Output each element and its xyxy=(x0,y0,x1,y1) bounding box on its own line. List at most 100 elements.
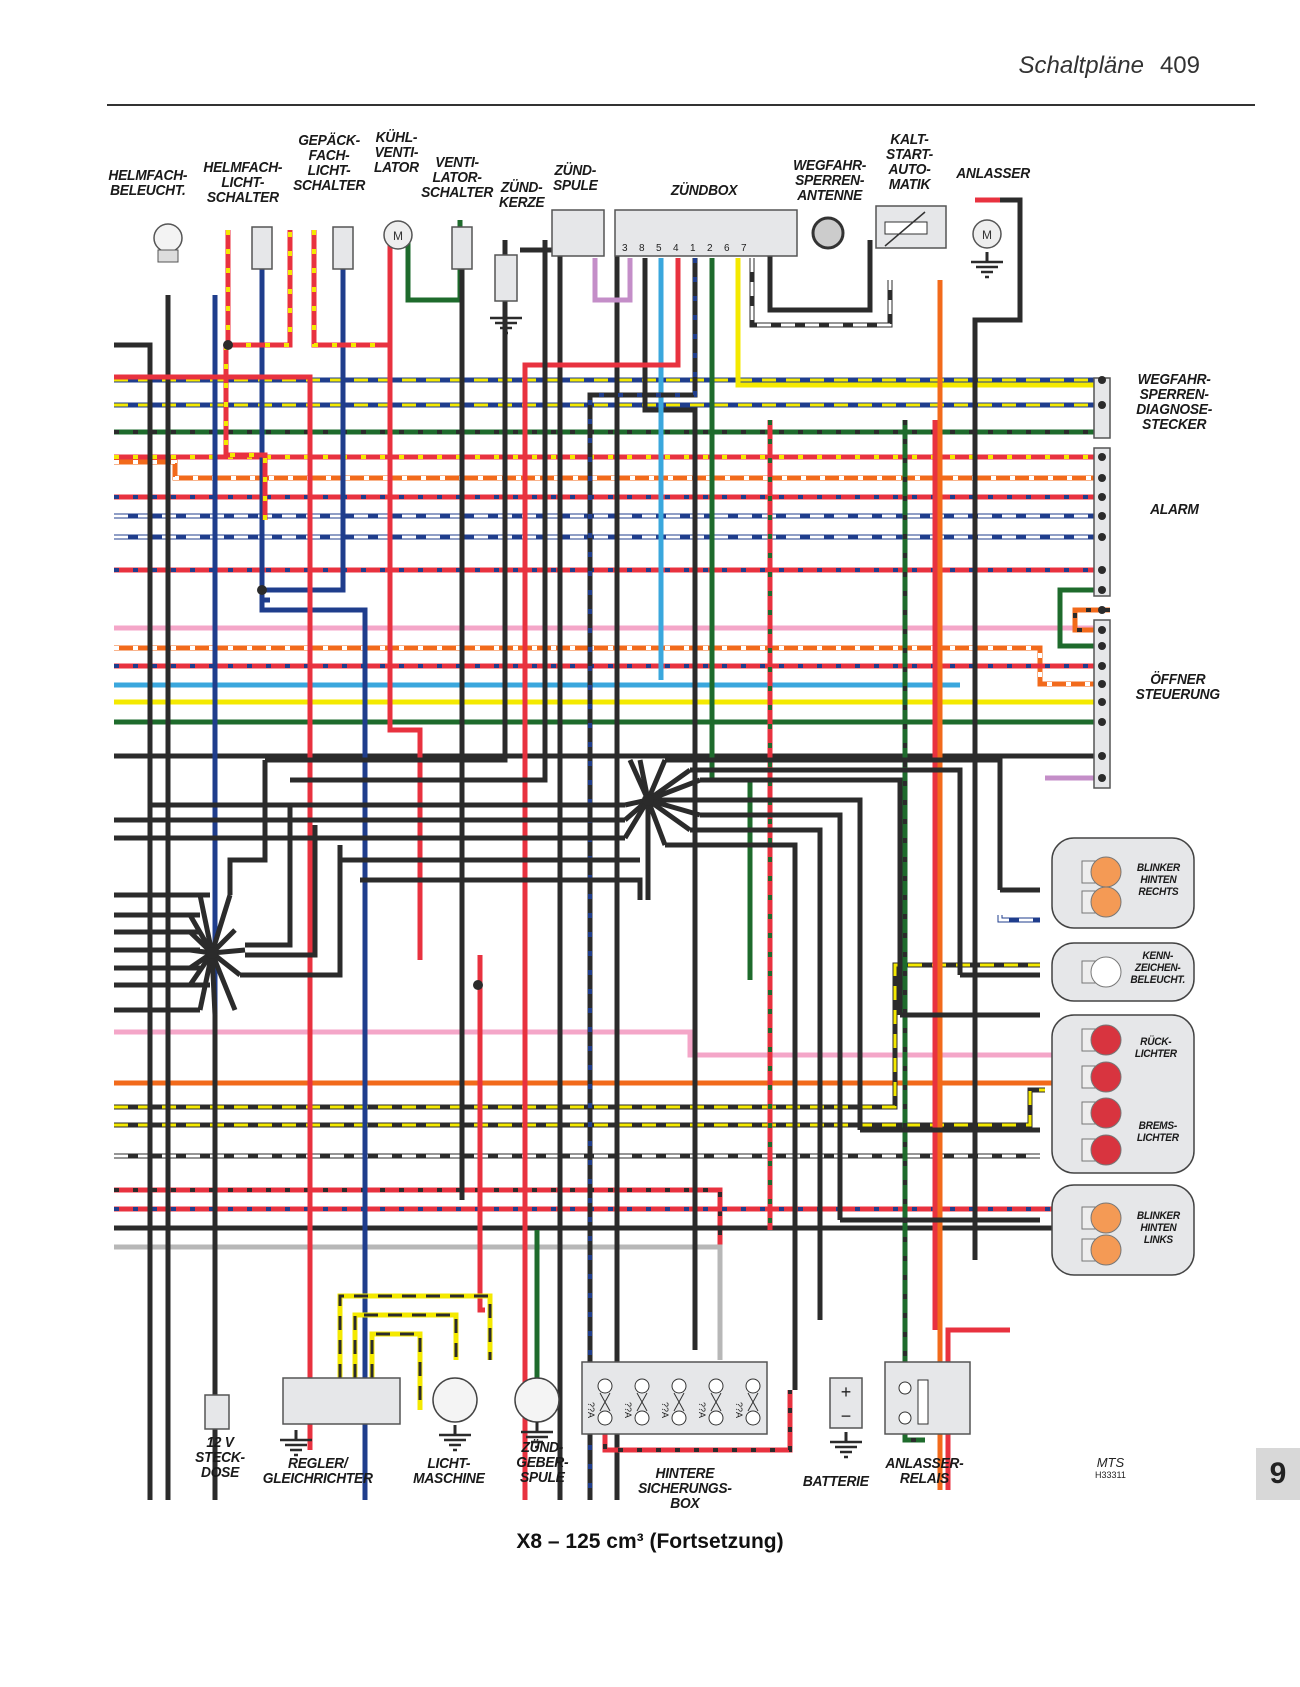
indicator-bulb xyxy=(1081,1234,1122,1266)
zuendbox-pin-6: 6 xyxy=(724,243,730,254)
wire-orange-white xyxy=(114,459,1110,481)
switch-icon xyxy=(251,226,273,270)
zuendbox-icon xyxy=(614,209,798,257)
wire-yellow-pin6 xyxy=(735,258,1100,388)
chapter-tab: 9 xyxy=(1256,1448,1300,1500)
alarm-connector xyxy=(1093,447,1111,597)
label-zuendbox: ZÜNDBOX xyxy=(670,182,738,199)
star-spoke xyxy=(622,798,651,840)
label-zuendgeberspule: ZÜND- GEBER- SPULE xyxy=(516,1439,569,1486)
connector-pin xyxy=(1098,718,1106,726)
connector-pin xyxy=(1098,401,1106,409)
fuse-rating: ??A xyxy=(586,1402,596,1418)
star-spoke xyxy=(647,797,701,818)
fuse-icon: ??A xyxy=(586,1378,613,1426)
relay-terminal xyxy=(898,1381,912,1395)
wire-yellow-stator2-tracer xyxy=(353,1313,458,1378)
zuendbox-pin-4: 4 xyxy=(673,243,679,254)
regulator-icon xyxy=(282,1377,401,1425)
connector-pin xyxy=(1098,698,1106,706)
label-helmfach-lichtschalter: HELMFACH- LICHT- SCHALTER xyxy=(203,159,283,206)
junction-dot xyxy=(223,340,233,350)
wire-black-mid4 xyxy=(265,240,508,763)
wire-yellow-black-2-tracer xyxy=(114,1088,1045,1127)
star-spoke xyxy=(209,894,233,954)
antenna-icon xyxy=(811,216,845,250)
ground-star-left xyxy=(187,894,246,1016)
connector-pin xyxy=(1098,493,1106,501)
wire-blue-v2 xyxy=(259,235,270,603)
wire-blinker-r2-tracer xyxy=(998,915,1040,922)
star-spoke xyxy=(646,797,692,833)
wire-yellow-black-tracer xyxy=(114,963,1040,1109)
publisher-code: H33311 xyxy=(1095,1470,1126,1480)
wire-red-black-tracer xyxy=(114,1188,722,1350)
label-12v-steckdose: 12 V STECK- DOSE xyxy=(195,1434,245,1481)
connector-pin xyxy=(1098,606,1106,614)
ground-star-right xyxy=(622,758,710,900)
pickup-coil-icon xyxy=(514,1377,560,1423)
wire-pink-lower xyxy=(114,1029,1110,1058)
label-kennzeichenbeleuchtung: KENN- ZEICHEN- BELEUCHT. xyxy=(1130,950,1186,986)
tail-brake-bulb xyxy=(1081,1061,1122,1093)
wire-purple-coil xyxy=(592,258,633,303)
star-spoke xyxy=(209,952,218,1016)
star-spoke xyxy=(645,759,668,801)
label-lichtmaschine: LICHT- MASCHINE xyxy=(413,1455,485,1487)
label-regler-gleichrichter: REGLER/ GLEICHRICHTER xyxy=(262,1455,373,1487)
wire-star-r1 xyxy=(665,757,1003,890)
plate-light-bulb xyxy=(1081,956,1122,988)
motor-letter: M xyxy=(393,229,403,243)
label-zuendspule: ZÜND- SPULE xyxy=(552,162,598,194)
bulb-socket xyxy=(157,249,179,263)
switch-icon xyxy=(332,226,354,270)
label-diagnosestecker: WEGFAHR- SPERREN- DIAGNOSE- STECKER xyxy=(1136,371,1213,433)
page-number: 409 xyxy=(1159,52,1200,79)
alternator-icon xyxy=(432,1377,478,1423)
label-kaltstartautomatik: KALT- START- AUTO- MATIK xyxy=(886,131,933,193)
star-spoke xyxy=(645,799,668,846)
wire-red-yellow-loop-tracer xyxy=(226,230,292,347)
fuse-icon: ??A xyxy=(660,1378,687,1426)
connector-pin xyxy=(1098,453,1106,461)
wire-red-v2 xyxy=(387,240,423,960)
ground-icon xyxy=(280,1430,312,1457)
connector-pin xyxy=(1098,376,1106,384)
connector-pin xyxy=(1098,662,1106,670)
connector-pin xyxy=(1098,533,1106,541)
publisher-logo: MTS xyxy=(1096,1455,1125,1470)
wire-star-l4 xyxy=(240,845,343,978)
fuse-icon: ??A xyxy=(623,1378,650,1426)
wire-red-yellow-drop xyxy=(223,345,268,520)
fuse-icon: ??A xyxy=(697,1378,724,1426)
wire-grey xyxy=(114,1244,723,1360)
wire-black-mid5 xyxy=(290,240,548,783)
connector-pin xyxy=(1098,512,1106,520)
starter-motor-icon xyxy=(972,219,1002,249)
label-rueckleuchten: RÜCK- LICHTER xyxy=(1134,1036,1177,1060)
wire-star-r7 xyxy=(665,842,798,1390)
indicator-bulb xyxy=(1081,856,1122,888)
fan-motor-icon xyxy=(383,220,413,250)
relay-terminal xyxy=(898,1411,912,1425)
motor-letter: M xyxy=(982,228,992,242)
junction-dot xyxy=(473,980,483,990)
label-batterie: BATTERIE xyxy=(802,1473,869,1490)
battery-minus: − xyxy=(841,1406,852,1426)
zuendbox-pin-5: 5 xyxy=(656,243,662,254)
zuendbox-pin-8: 8 xyxy=(639,243,645,254)
ground-icon xyxy=(971,252,1003,279)
zuendbox-pin-2: 2 xyxy=(707,243,713,254)
header-rule xyxy=(107,104,1255,106)
star-spoke xyxy=(197,894,215,954)
battery-icon xyxy=(829,1377,863,1429)
label-helmfach-beleuchtung: HELMFACH- BELEUCHT. xyxy=(108,167,188,199)
socket-12v-icon xyxy=(204,1394,230,1430)
wire-red-v3 xyxy=(477,955,485,1313)
battery-plus: + xyxy=(841,1382,852,1402)
connector-pin xyxy=(1098,680,1106,688)
fuse-rating: ??A xyxy=(697,1402,707,1418)
